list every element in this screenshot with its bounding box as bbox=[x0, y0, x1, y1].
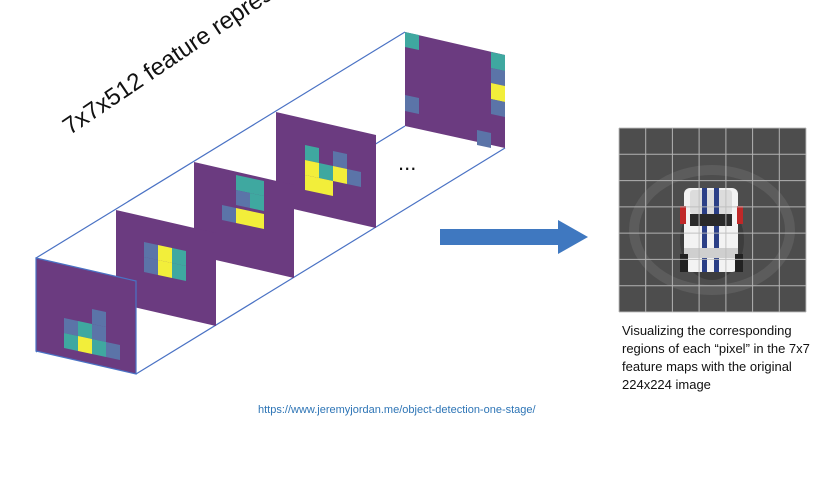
feature-map-5-cell bbox=[477, 130, 491, 148]
feature-map-4-cell bbox=[333, 166, 347, 184]
original-image bbox=[618, 127, 807, 313]
arrow bbox=[440, 220, 588, 254]
feature-map-2-cell bbox=[144, 242, 158, 260]
feature-map-3-cell bbox=[250, 211, 264, 229]
feature-map-3-cell bbox=[236, 175, 250, 193]
feature-map-2 bbox=[116, 210, 216, 326]
ellipsis-text: ... bbox=[398, 150, 416, 175]
cuboid-top-edge bbox=[35, 31, 406, 259]
feature-map-1-cell bbox=[106, 342, 120, 360]
tire-marks bbox=[629, 165, 795, 295]
car-taillight-right bbox=[737, 206, 743, 224]
car-window bbox=[690, 214, 732, 226]
feature-map-1-cell bbox=[78, 336, 92, 354]
cuboid-front-face bbox=[35, 257, 137, 375]
feature-map-2-cell bbox=[172, 248, 186, 266]
feature-map-5-cell bbox=[405, 95, 419, 114]
feature-map-2-cell bbox=[172, 263, 186, 281]
feature-map-5-cell bbox=[491, 99, 505, 117]
feature-map-4-cell bbox=[305, 175, 319, 193]
feature-map-4-cell bbox=[347, 169, 361, 187]
feature-map-1-cell bbox=[92, 324, 106, 342]
feature-map-1-cell bbox=[64, 333, 78, 351]
feature-map-5-cell bbox=[491, 52, 505, 71]
feature-map-3-cell bbox=[250, 193, 264, 211]
feature-map-4 bbox=[276, 112, 376, 228]
feature-map-4-cell bbox=[319, 178, 333, 196]
arrow-head bbox=[558, 220, 588, 254]
feature-map-3-cell bbox=[250, 178, 264, 196]
feature-map-1 bbox=[36, 258, 136, 374]
car-bumper bbox=[684, 248, 738, 258]
feature-map-3-cell bbox=[236, 190, 250, 208]
image-caption: Visualizing the corresponding regions of… bbox=[622, 323, 810, 392]
feature-map-5-sheet bbox=[405, 32, 505, 148]
feature-map-3 bbox=[194, 162, 294, 278]
feature-map-4-cell bbox=[305, 145, 319, 163]
feature-map-1-cell bbox=[92, 309, 106, 327]
cuboid-bottom-edge bbox=[135, 147, 506, 375]
feature-map-5-cell bbox=[491, 83, 505, 102]
feature-map-1-cell bbox=[92, 339, 106, 357]
feature-map-3-cell bbox=[222, 205, 236, 223]
feature-map-4-cell bbox=[319, 163, 333, 181]
arrow-shaft bbox=[440, 229, 560, 245]
feature-map-1-cell bbox=[78, 321, 92, 339]
source-link[interactable]: https://www.jeremyjordan.me/object-detec… bbox=[258, 404, 536, 416]
car-taillight-left bbox=[680, 206, 686, 224]
car-wheel-right bbox=[735, 254, 743, 272]
feature-map-4-cell bbox=[305, 160, 319, 178]
feature-map-5-cell bbox=[491, 68, 505, 86]
feature-map-3-cell bbox=[236, 208, 250, 226]
car-wheel-left bbox=[680, 254, 688, 272]
car-stripe-right bbox=[714, 188, 719, 272]
feature-map-2-cell bbox=[144, 257, 158, 275]
feature-map-1-cell bbox=[64, 318, 78, 336]
car-roof bbox=[690, 190, 732, 214]
feature-map-4-cell bbox=[333, 151, 347, 169]
car-stripe-left bbox=[702, 188, 707, 272]
car-icon bbox=[680, 188, 743, 272]
feature-map-2-cell bbox=[158, 260, 172, 278]
grid-overlay bbox=[618, 127, 807, 313]
feature-map-5 bbox=[405, 32, 505, 148]
feature-map-2-cell bbox=[158, 245, 172, 263]
feature-map-5-cell bbox=[405, 32, 419, 50]
